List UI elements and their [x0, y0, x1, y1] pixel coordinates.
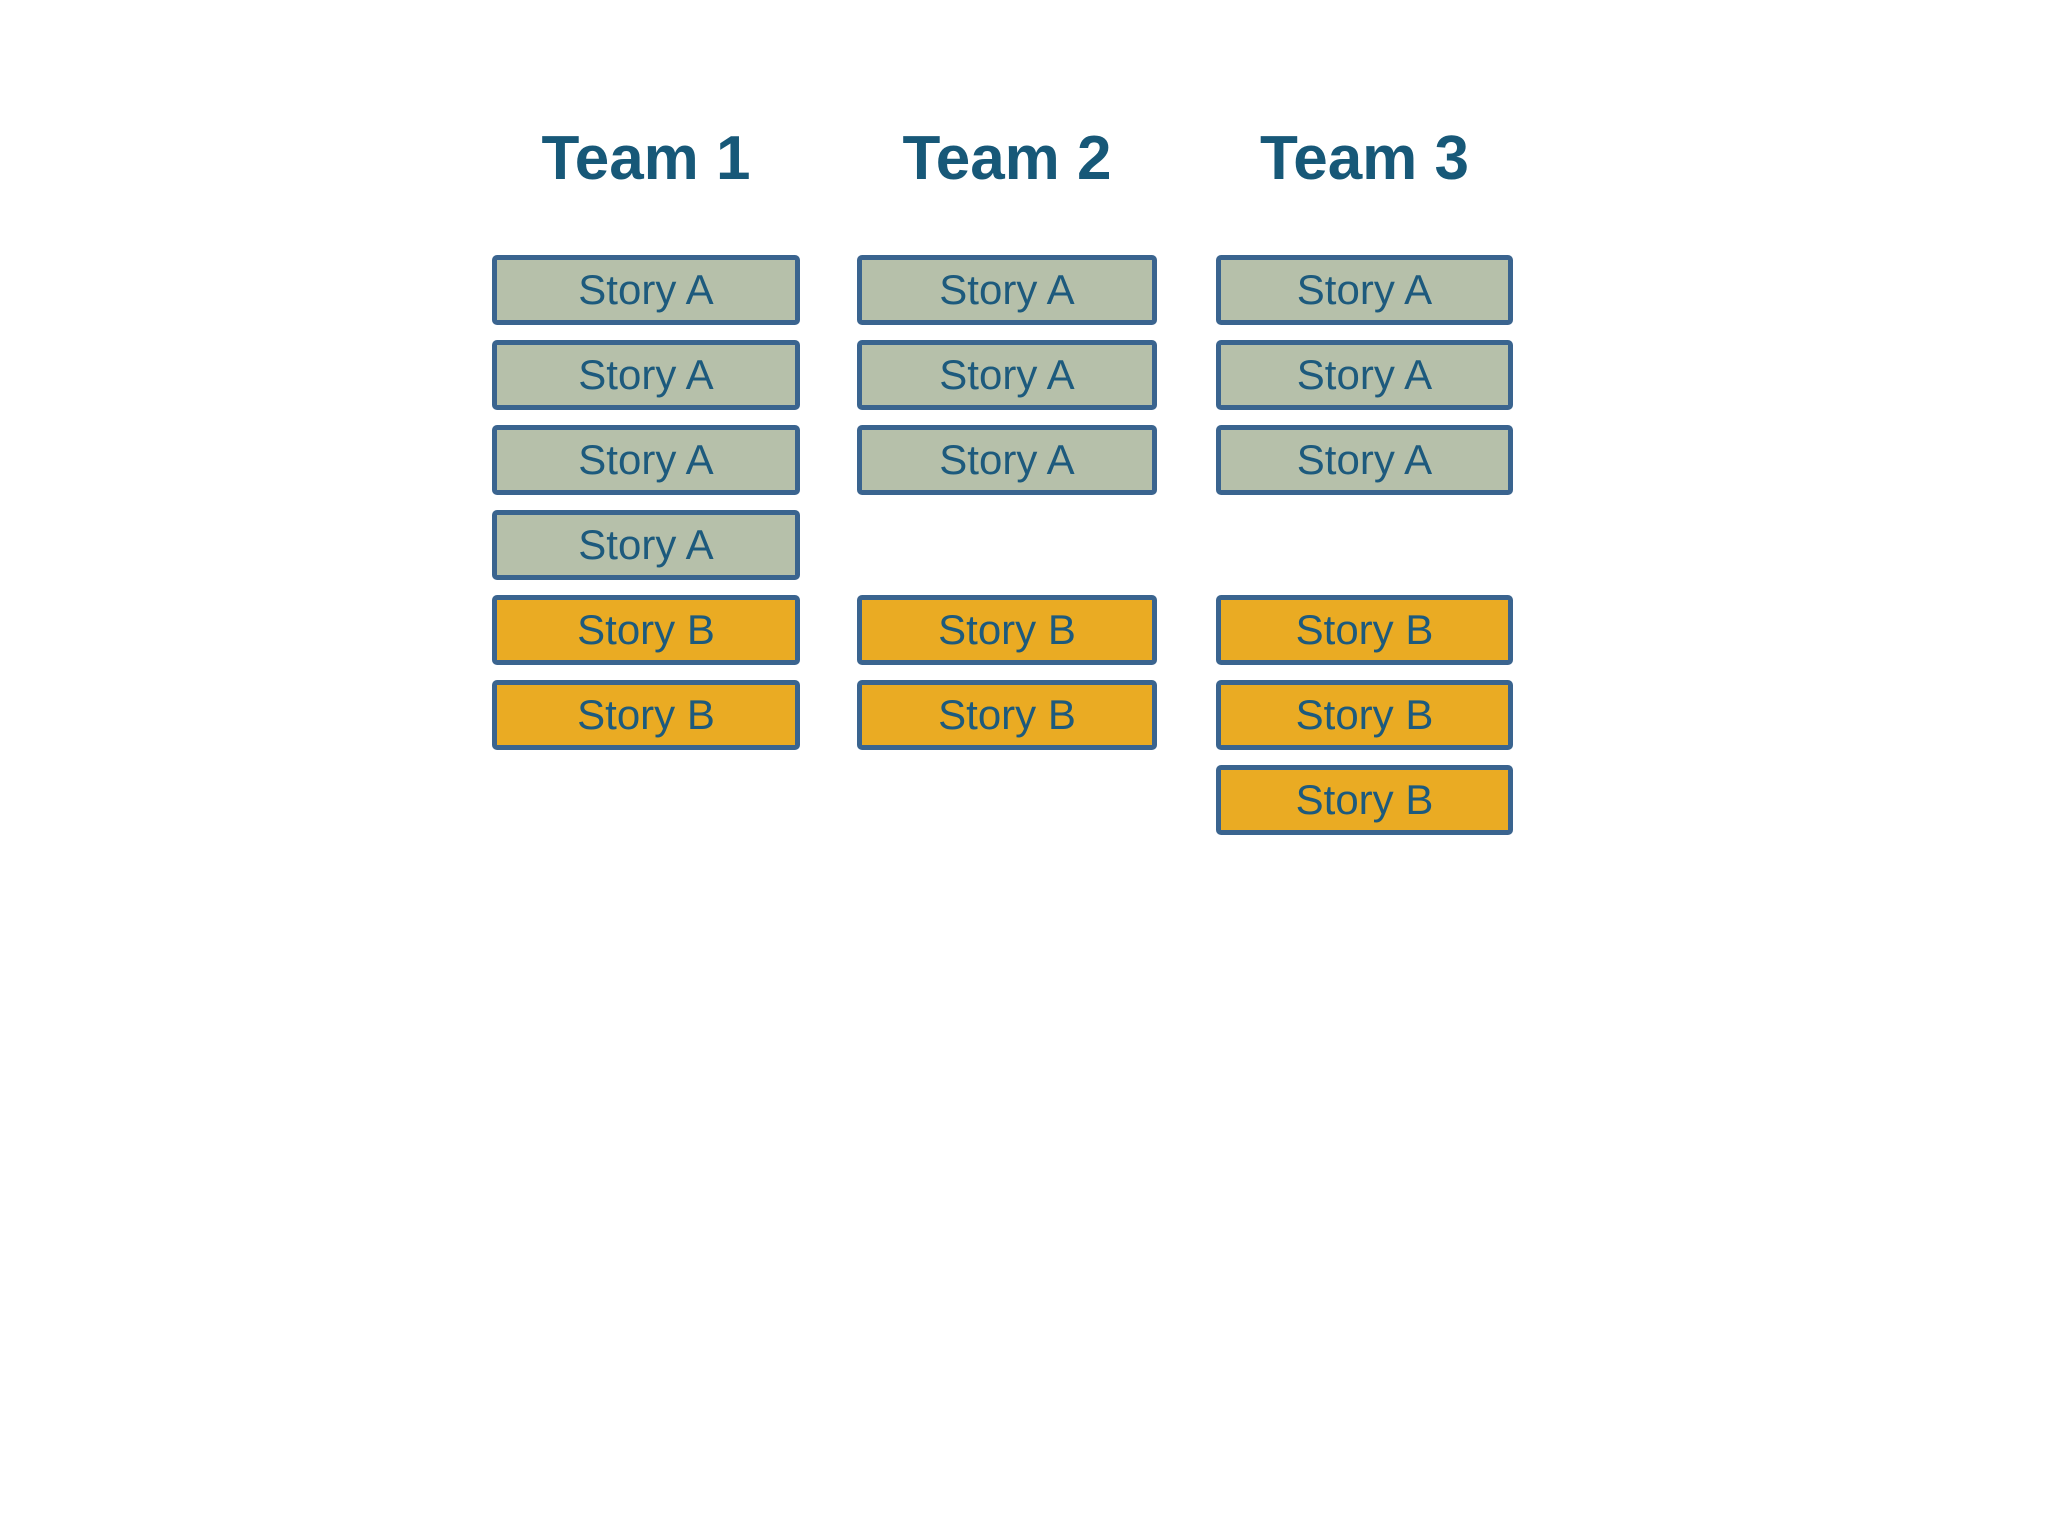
story-a-card: Story A — [857, 255, 1157, 325]
card-label: Story A — [578, 351, 714, 398]
team-column-2: Team 2 Story A Story A Story A Story B Story … — [857, 0, 1157, 1536]
card-label: Story A — [1296, 266, 1433, 313]
story-a-card: Story A — [492, 510, 800, 580]
story-a-card: Story A — [1216, 255, 1513, 325]
team-column-1: Team 1 Story A Story A Story A Story A Story … — [492, 0, 800, 1536]
story-b-card: Story B — [1216, 765, 1513, 835]
card-label: Story B — [938, 606, 1076, 653]
card-label: Story A — [939, 266, 1075, 313]
card-label: Story A — [578, 521, 714, 568]
story-b-card: Story B — [492, 680, 800, 750]
column-title: Team 3 — [1259, 124, 1470, 193]
story-b-card: Story B — [857, 680, 1157, 750]
team-column-3: Team 3 Story A Story A Story A Story B Story … — [1216, 0, 1513, 1536]
column-title: Team 1 — [541, 124, 751, 193]
card-label: Story B — [938, 691, 1076, 738]
story-a-card: Story A — [1216, 340, 1513, 410]
card-label: Story B — [577, 691, 715, 738]
card-label: Story A — [1296, 436, 1433, 483]
card-label: Story A — [939, 351, 1075, 398]
story-b-card: Story B — [492, 595, 800, 665]
card-label: Story A — [939, 436, 1075, 483]
story-b-card: Story B — [857, 595, 1157, 665]
story-a-card: Story A — [492, 425, 800, 495]
story-a-card: Story A — [857, 425, 1157, 495]
card-label: Story B — [577, 606, 715, 653]
card-label: Story B — [1295, 776, 1434, 823]
card-label: Story A — [578, 266, 714, 313]
story-b-card: Story B — [1216, 595, 1513, 665]
story-a-card: Story A — [492, 255, 800, 325]
story-a-card: Story A — [1216, 425, 1513, 495]
story-b-card: Story B — [1216, 680, 1513, 750]
story-a-card: Story A — [857, 340, 1157, 410]
card-label: Story B — [1295, 691, 1434, 738]
card-label: Story A — [578, 436, 714, 483]
column-title: Team 2 — [902, 124, 1112, 193]
card-label: Story B — [1295, 606, 1434, 653]
card-label: Story A — [1296, 351, 1433, 398]
story-a-card: Story A — [492, 340, 800, 410]
